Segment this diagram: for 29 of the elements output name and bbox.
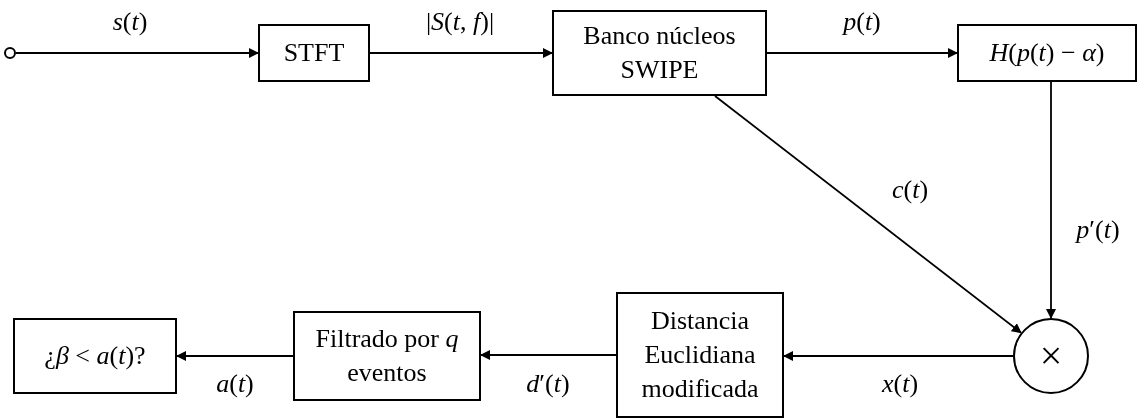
edge-label: p′(t): [1076, 215, 1120, 244]
process-box: [13, 318, 177, 394]
edge-label: a(t): [216, 369, 254, 398]
block-label: ¿β < a(t)?: [43, 340, 147, 373]
arrow: [369, 48, 553, 58]
edge-label: x(t): [881, 369, 919, 398]
edge-label: |S(t, f)|: [425, 7, 495, 36]
edge-label: p(t): [843, 7, 881, 36]
process-box: [552, 10, 767, 96]
arrow: [480, 350, 617, 360]
edge-label: c(t): [891, 175, 929, 204]
process-box: [616, 292, 784, 418]
block-label: H(p(t) − α): [988, 37, 1106, 70]
arrow: [1046, 81, 1056, 319]
block-label: Distancia Euclidiana modificada: [640, 305, 760, 405]
arrow: [783, 351, 1014, 361]
arrow: [176, 351, 294, 361]
arrow: [15, 48, 259, 58]
multiply-symbol: ×: [1038, 332, 1064, 380]
edge-label: d′(t): [526, 369, 570, 398]
process-box: [293, 311, 481, 401]
edge-label: s(t): [112, 7, 148, 36]
block-label: Banco núcleos SWIPE: [582, 20, 737, 86]
process-box: [957, 24, 1137, 82]
block-label: Filtrado por q eventos: [314, 323, 460, 389]
block-label: STFT: [282, 37, 346, 70]
process-box: [258, 24, 370, 82]
arrow: [766, 48, 958, 58]
arrow: [714, 95, 1022, 334]
